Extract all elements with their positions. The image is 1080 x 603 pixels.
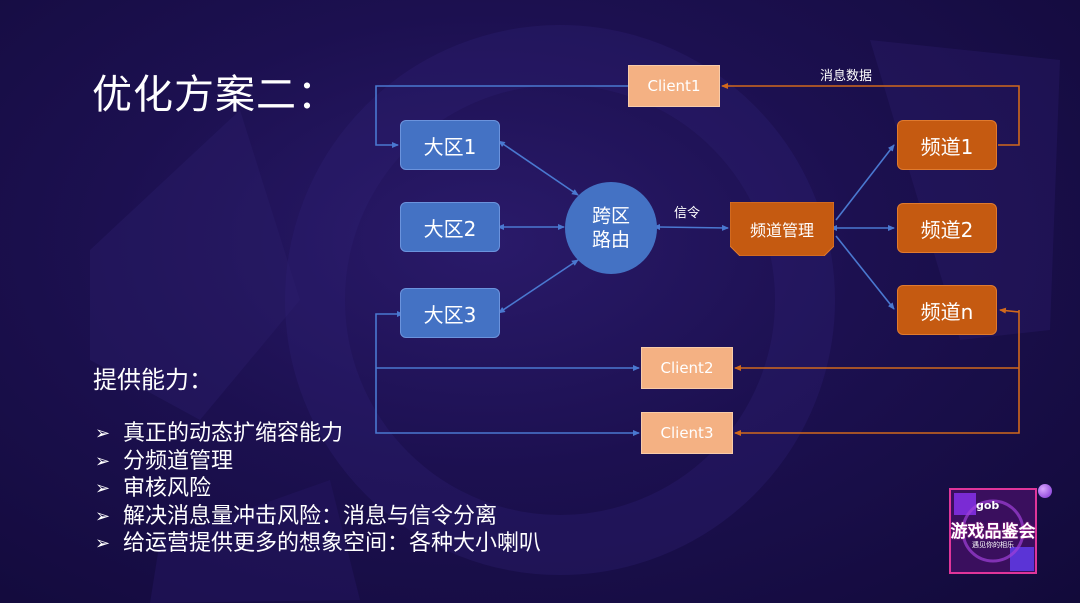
router-label-line2: 路由 [591, 229, 630, 251]
list-item: ➢审核风险 [95, 476, 212, 501]
list-item: ➢分频道管理 [95, 448, 234, 474]
channel-manager-box: 频道管理 [730, 202, 834, 256]
region2-box: 大区2 [400, 202, 500, 252]
list-item: ➢真正的动态扩缩容能力 [95, 421, 344, 446]
bullet-arrow-icon: ➢ [95, 505, 111, 527]
page-title: 优化方案二： [92, 72, 338, 118]
bullet-arrow-icon: ➢ [95, 450, 111, 472]
logo-badge: gob [976, 499, 1000, 512]
logo-frame [949, 488, 1037, 574]
channel2-box: 频道2 [897, 203, 997, 253]
list-item: ➢给运营提供更多的想象空间：各种大小喇叭 [95, 531, 542, 556]
client2-box: Client2 [641, 347, 733, 389]
list-item: ➢解决消息量冲击风险：消息与信令分离 [95, 503, 498, 529]
capabilities-list: ➢真正的动态扩缩容能力 ➢分频道管理 ➢审核风险 ➢解决消息量冲击风险：消息与信… [95, 420, 541, 558]
bullet-arrow-icon: ➢ [95, 478, 111, 499]
channel-manager-label: 频道管理 [749, 221, 814, 240]
cross-region-router: 跨区 路由 [565, 182, 657, 274]
router-label-line1: 跨区 [591, 205, 630, 227]
channel-manager-shape [730, 202, 834, 256]
message-data-label: 消息数据 [820, 69, 873, 84]
client3-box: Client3 [641, 412, 733, 454]
region1-box: 大区1 [400, 120, 500, 170]
channel1-box: 频道1 [897, 120, 997, 170]
event-logo: gob 游戏品鉴会 遇见你的相乐 [948, 487, 1038, 575]
region3-box: 大区3 [400, 288, 500, 338]
channeln-box: 频道n [897, 285, 997, 335]
capabilities-heading: 提供能力： [93, 366, 213, 394]
decorative-orb-icon [1038, 484, 1052, 498]
logo-subtitle: 遇见你的相乐 [972, 541, 1014, 549]
client1-box: Client1 [628, 65, 720, 107]
signal-label: 信令 [674, 206, 701, 221]
bullet-arrow-icon: ➢ [95, 533, 111, 554]
logo-text: 游戏品鉴会 [950, 522, 1036, 542]
bullet-arrow-icon: ➢ [95, 423, 111, 444]
